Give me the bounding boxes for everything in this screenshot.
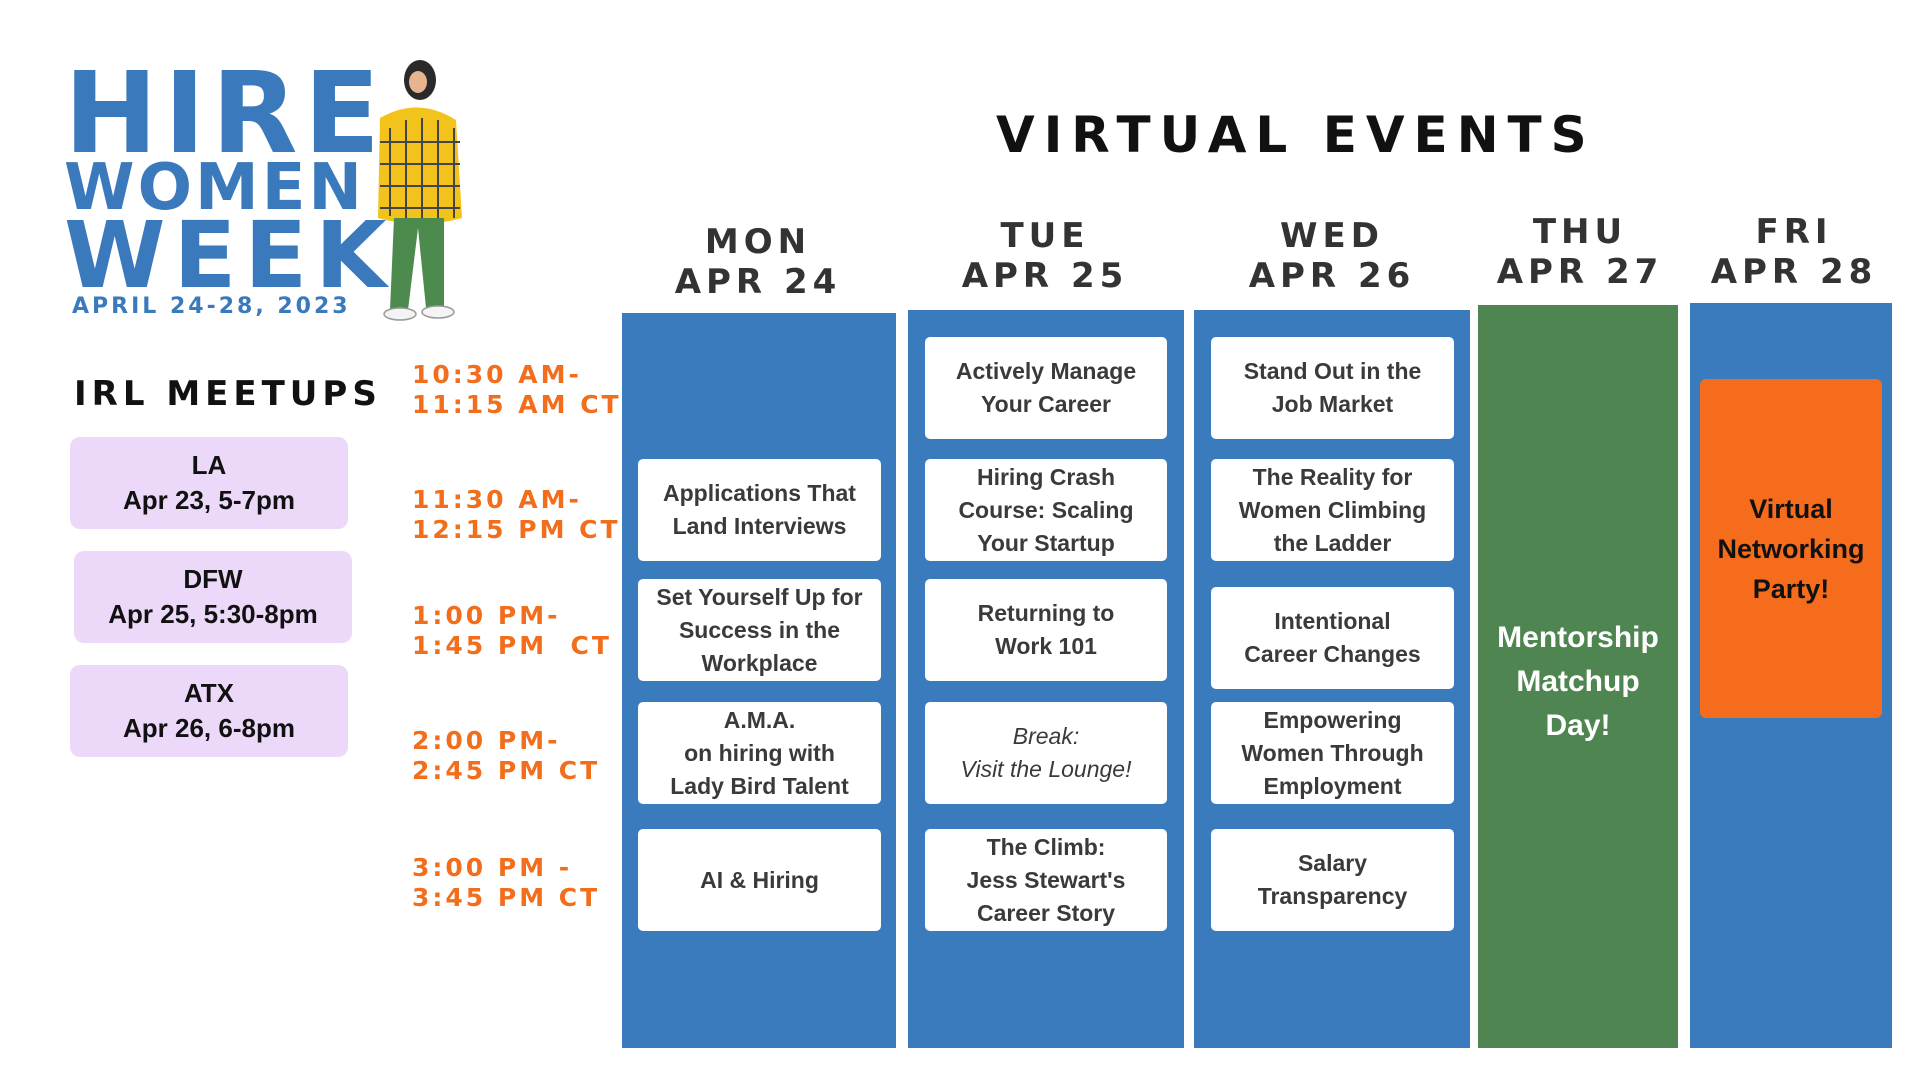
logo-women: WOMEN (64, 151, 365, 225)
day-header-fri: FRI APR 28 (1654, 212, 1920, 292)
meetup-city: DFW (183, 563, 243, 594)
session-card[interactable]: Intentional Career Changes (1211, 587, 1454, 689)
time-slot-4: 2:00 PM- 2:45 PM CT (412, 726, 601, 785)
day-date: APR 24 (674, 262, 842, 302)
meetup-time: Apr 26, 6-8pm (123, 713, 295, 743)
session-card[interactable]: Stand Out in the Job Market (1211, 337, 1454, 439)
meetup-card-dfw: DFW Apr 25, 5:30-8pm (74, 551, 352, 643)
day-date: APR 25 (961, 256, 1129, 296)
meetup-card-la: LA Apr 23, 5-7pm (70, 437, 348, 529)
day-name: TUE (1000, 216, 1090, 256)
session-card[interactable]: AI & Hiring (638, 829, 881, 931)
day-date: APR 26 (1248, 256, 1416, 296)
meetup-time: Apr 23, 5-7pm (123, 485, 295, 515)
session-card[interactable]: The Reality for Women Climbing the Ladde… (1211, 459, 1454, 561)
mentorship-matchup-label: Mentorship Matchup Day! (1497, 621, 1659, 742)
session-card[interactable]: Empowering Women Through Employment (1211, 702, 1454, 804)
session-card[interactable]: Actively Manage Your Career (925, 337, 1167, 439)
day-name: MON (704, 222, 812, 262)
day-date: APR 27 (1496, 252, 1664, 292)
meetup-city: LA (191, 449, 227, 480)
session-card[interactable]: The Climb: Jess Stewart's Career Story (925, 829, 1167, 931)
session-card[interactable]: Hiring Crash Course: Scaling Your Startu… (925, 459, 1167, 561)
session-card[interactable]: A.M.A. on hiring with Lady Bird Talent (638, 702, 881, 804)
session-card[interactable]: Salary Transparency (1211, 829, 1454, 931)
day-header-thu: THU APR 27 (1440, 212, 1720, 292)
time-slot-1: 10:30 AM- 11:15 AM CT (412, 360, 622, 419)
break-card: Break: Visit the Lounge! (925, 702, 1167, 804)
logo-dates: APRIL 24-28, 2023 (72, 294, 351, 319)
day-column-thu (1478, 305, 1678, 1048)
logo-week: WEEK (64, 202, 395, 309)
virtual-networking-party-card[interactable]: Virtual Networking Party! (1700, 379, 1882, 718)
meetup-time: Apr 25, 5:30-8pm (108, 599, 318, 629)
day-name: WED (1280, 216, 1384, 256)
logo-hire: HIRE (64, 49, 387, 179)
day-header-wed: WED APR 26 (1192, 216, 1472, 296)
meetup-city: ATX (183, 677, 235, 708)
day-header-tue: TUE APR 25 (905, 216, 1185, 296)
page-title: VIRTUAL EVENTS (996, 106, 1596, 164)
session-card[interactable]: Applications That Land Interviews (638, 459, 881, 561)
woman-illustration (378, 60, 462, 321)
day-date: APR 28 (1710, 252, 1878, 292)
day-name: FRI (1755, 212, 1833, 252)
session-card[interactable]: Returning to Work 101 (925, 579, 1167, 681)
irl-meetups-heading: IRL MEETUPS (74, 374, 382, 414)
time-slot-2: 11:30 AM- 12:15 PM CT (412, 485, 621, 544)
time-slot-5: 3:00 PM - 3:45 PM CT (412, 853, 601, 912)
day-name: THU (1532, 212, 1628, 252)
session-card[interactable]: Set Yourself Up for Success in the Workp… (638, 579, 881, 681)
time-slot-3: 1:00 PM- 1:45 PM CT (412, 601, 612, 660)
meetup-card-atx: ATX Apr 26, 6-8pm (70, 665, 348, 757)
day-header-mon: MON APR 24 (618, 222, 898, 302)
